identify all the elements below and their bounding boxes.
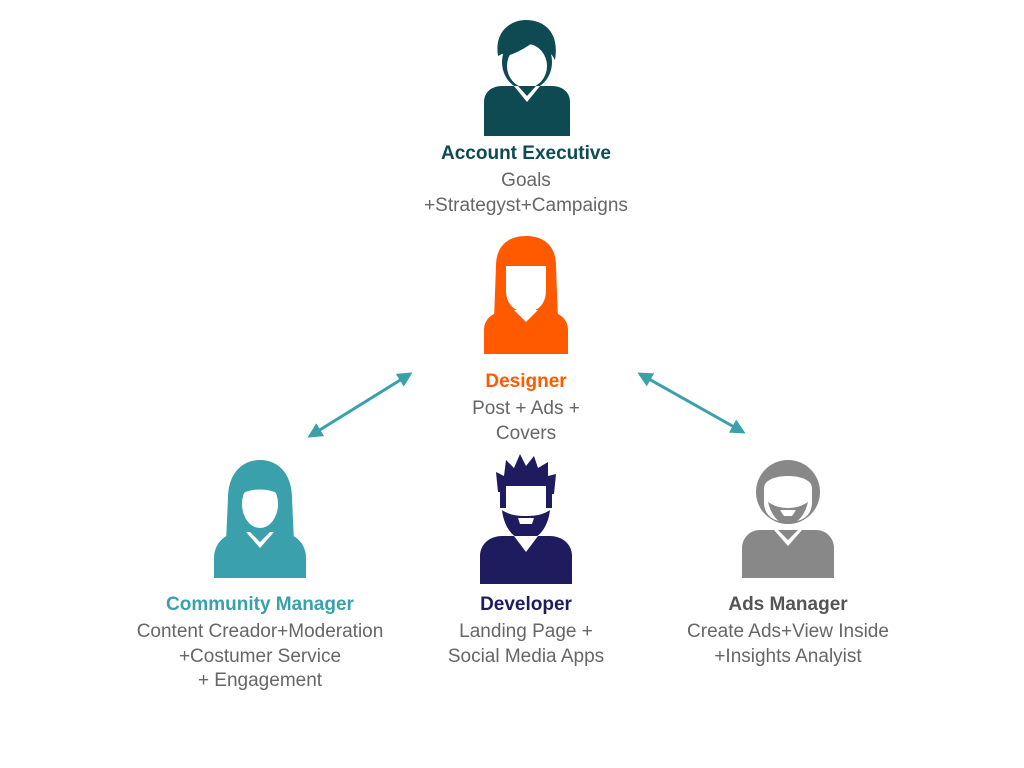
account-executive-block: Account Executive Goals +Strategyst+Camp… xyxy=(376,142,676,218)
woman-long-hair-avatar-icon xyxy=(484,236,568,354)
developer-title: Developer xyxy=(480,594,572,615)
ads-manager-description: Create Ads+View Inside +Insights Analyis… xyxy=(687,621,889,667)
community-manager-title: Community Manager xyxy=(166,594,354,615)
designer-block: Designer Post + Ads + Covers xyxy=(386,370,666,446)
community-manager-description: Content Creador+Moderation +Costumer Ser… xyxy=(136,621,384,691)
developer-block: Developer Landing Page + Social Media Ap… xyxy=(386,593,666,669)
bearded-man-avatar-icon xyxy=(480,454,572,584)
community-manager-block: Community Manager Content Creador+Modera… xyxy=(100,593,420,694)
arrow-designer-ads xyxy=(637,372,746,434)
goatee-man-avatar-icon xyxy=(742,460,834,578)
designer-title: Designer xyxy=(485,371,567,392)
arrow-designer-community xyxy=(307,372,413,438)
man-avatar-icon xyxy=(484,20,570,136)
designer-description: Post + Ads + Covers xyxy=(472,398,580,444)
developer-description: Landing Page + Social Media Apps xyxy=(447,621,605,667)
ads-manager-title: Ads Manager xyxy=(728,594,848,615)
account-executive-title: Account Executive xyxy=(441,143,611,164)
woman-hijab-avatar-icon xyxy=(214,460,306,578)
ads-manager-block: Ads Manager Create Ads+View Inside +Insi… xyxy=(638,593,938,669)
account-executive-description: Goals +Strategyst+Campaigns xyxy=(424,170,628,216)
